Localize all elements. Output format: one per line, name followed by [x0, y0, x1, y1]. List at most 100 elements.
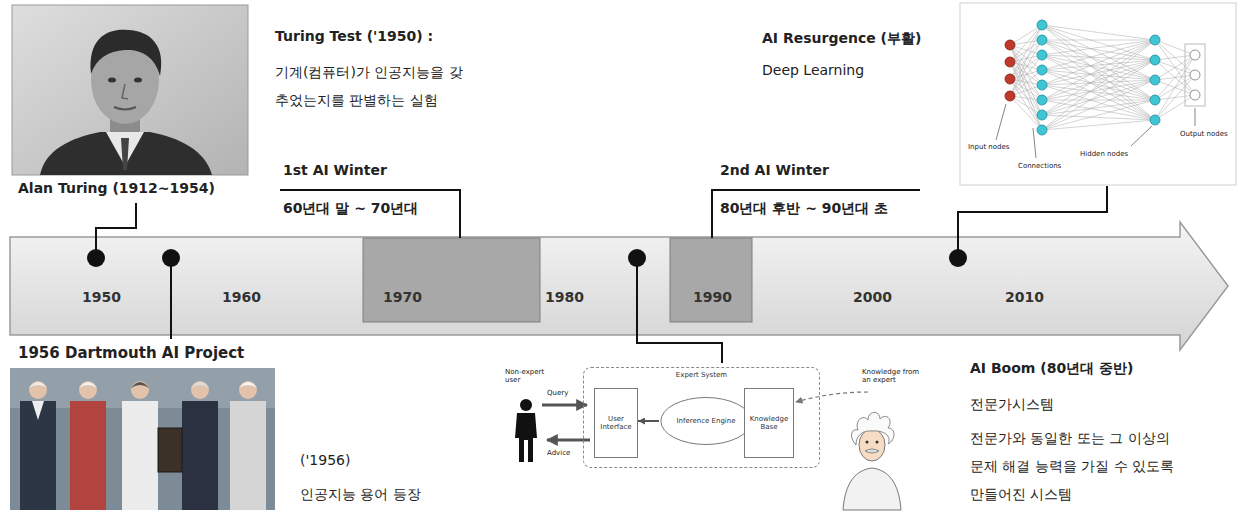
network-connection	[1155, 55, 1195, 80]
engine-ellipse: Inference Engine	[659, 396, 753, 446]
node-text: User Interface	[595, 415, 637, 431]
shirt	[32, 401, 44, 420]
figure-label: Non-expert user	[505, 368, 551, 385]
network-connection	[1042, 40, 1155, 60]
year-label: 1950	[82, 289, 121, 306]
component-box: Knowledge Base	[744, 388, 794, 458]
network-connection	[1042, 80, 1155, 100]
head	[29, 381, 47, 399]
winter-period	[363, 238, 540, 322]
event-description: 인공지능 용어 등장	[300, 486, 421, 503]
network-connection	[1155, 55, 1195, 100]
network-neuron	[1150, 35, 1160, 45]
network-neuron	[1037, 20, 1047, 30]
figure-label: Input nodes	[968, 143, 1009, 151]
network-connection	[1155, 40, 1195, 75]
expert-cartoon	[843, 412, 901, 510]
hair	[191, 382, 209, 388]
period-title: 2nd AI Winter	[720, 162, 829, 179]
year-label: 1960	[222, 289, 261, 306]
network-connection	[1042, 120, 1155, 130]
event-dot	[162, 249, 180, 267]
tie	[121, 138, 129, 170]
hair	[91, 30, 162, 76]
event-description: 기계(컴퓨터)가 인공지능을 갖추었는지를 판별하는 실험	[275, 58, 475, 114]
network-connection	[1042, 60, 1155, 85]
period-range: 60년대 말 ~ 70년대	[283, 200, 418, 217]
network-connection	[1042, 40, 1155, 80]
hair	[29, 382, 47, 388]
network-connection	[1042, 25, 1155, 120]
eye	[108, 78, 116, 83]
network-connection	[1042, 40, 1155, 85]
network-connection	[1042, 40, 1155, 130]
network-connection	[1042, 55, 1155, 80]
network-connection	[1042, 60, 1155, 100]
person	[230, 401, 266, 510]
connector-arrow	[638, 420, 659, 422]
photo-frame	[10, 368, 275, 510]
leader-line	[280, 190, 460, 238]
leader-line	[170, 262, 172, 339]
knowledge-arrow	[796, 392, 868, 402]
network-connection	[1042, 40, 1155, 115]
mustache	[865, 449, 879, 453]
network-connection	[1042, 60, 1155, 130]
event-description: 전문가와 동일한 또는 그 이상의 문제 해결 능력을 가질 수 있도록 만들어…	[970, 424, 1185, 508]
person	[182, 401, 218, 510]
plaque	[158, 428, 182, 472]
network-frame	[960, 3, 1236, 185]
network-neuron	[1037, 125, 1047, 135]
network-connection	[1042, 80, 1155, 130]
network-connection	[1155, 55, 1195, 120]
network-connection	[1042, 40, 1155, 70]
network-neuron	[1037, 35, 1047, 45]
network-connection	[1042, 55, 1155, 60]
person	[70, 401, 106, 510]
year-label: 1970	[383, 289, 422, 306]
nose	[122, 84, 128, 99]
year-label: 1990	[693, 289, 732, 306]
person	[20, 401, 56, 510]
leader-line	[958, 186, 1107, 250]
component-box: User Interface	[594, 388, 638, 458]
event-dot	[87, 249, 105, 267]
container-title: Expert System	[676, 371, 727, 379]
output-bracket	[1185, 44, 1205, 106]
leader-line	[996, 104, 1006, 140]
leader-line	[1033, 128, 1036, 158]
timeline-arrow	[10, 222, 1228, 350]
event-dot	[628, 249, 646, 267]
network-connection	[1042, 40, 1155, 120]
network-neuron	[1005, 40, 1015, 50]
user-figure	[520, 399, 532, 411]
period-range: 80년대 후반 ~ 90년대 초	[720, 200, 888, 217]
figure-label: Connections	[1018, 162, 1061, 170]
hair	[852, 412, 894, 445]
network-neuron	[1150, 55, 1160, 65]
network-connection	[1155, 75, 1195, 120]
leader-line	[96, 203, 136, 250]
event-title: AI Boom (80년대 중반)	[970, 360, 1133, 377]
figure-label: Knowledge from an expert	[862, 368, 924, 385]
period-title: 1st AI Winter	[283, 162, 387, 179]
eye	[866, 441, 869, 444]
person-name: Alan Turing (1912~1954)	[18, 180, 215, 197]
arrow-label: Query	[547, 389, 568, 397]
network-connection	[1155, 40, 1195, 95]
event-title: 1956 Dartmouth AI Project	[18, 344, 244, 362]
network-connection	[1042, 40, 1155, 100]
figure-label: Output nodes	[1180, 130, 1228, 138]
network-neuron	[1037, 50, 1047, 60]
leader-line	[1195, 108, 1196, 126]
eye	[134, 78, 142, 83]
event-date: ('1956)	[300, 452, 350, 469]
network-neuron	[1005, 74, 1015, 84]
user-figure	[515, 413, 537, 462]
network-connection	[1155, 55, 1195, 60]
network-connection	[1155, 40, 1195, 55]
network-neuron	[1190, 70, 1200, 80]
suit	[40, 132, 212, 175]
network-connection	[1042, 100, 1155, 130]
network-neuron	[1037, 95, 1047, 105]
